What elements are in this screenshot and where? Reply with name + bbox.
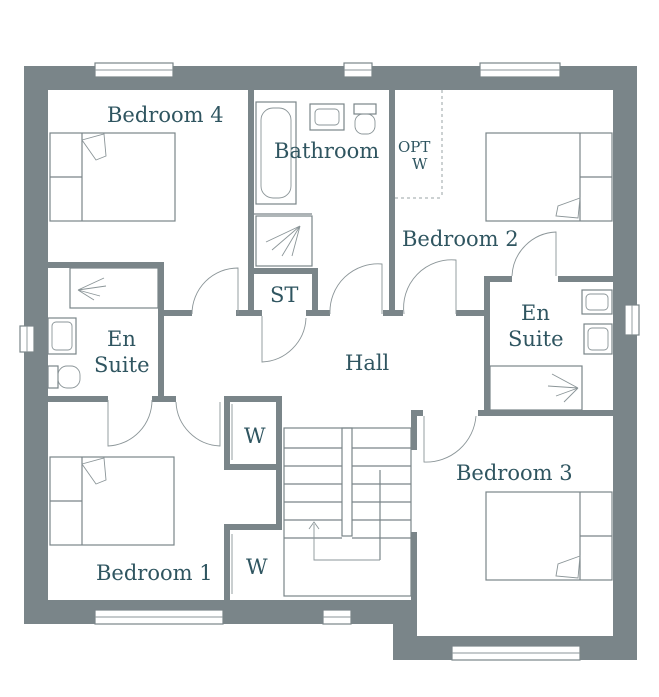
internal-walls xyxy=(48,90,613,606)
window-icon xyxy=(451,645,581,661)
label-bedroom-1: Bedroom 1 xyxy=(96,561,213,585)
label-bathroom: Bathroom xyxy=(274,139,379,163)
optional-wardrobe xyxy=(395,90,443,199)
label-en-suite-left-1: En xyxy=(107,327,136,351)
label-en-suite-left-2: Suite xyxy=(94,353,150,377)
label-en-suite-right-1: En xyxy=(521,301,550,325)
staircase-icon xyxy=(283,427,412,597)
toilet-icon xyxy=(47,365,81,389)
toilet-icon xyxy=(353,103,377,135)
bed-icon xyxy=(485,132,613,222)
bed-icon xyxy=(49,132,176,222)
bed-icon xyxy=(485,491,613,581)
window-icon xyxy=(624,304,640,336)
label-hall: Hall xyxy=(345,351,390,375)
bathtub-icon xyxy=(255,101,297,205)
shower-icon xyxy=(255,215,313,267)
label-opt-w-line2: W xyxy=(412,155,428,173)
shower-icon xyxy=(489,365,583,411)
label-wardrobe-upper: W xyxy=(244,424,266,448)
door-swing-icon xyxy=(107,231,557,594)
bed-icon xyxy=(49,456,175,546)
label-en-suite-right-2: Suite xyxy=(508,327,564,351)
label-opt-w-line1: OPT xyxy=(398,138,430,156)
window-icon xyxy=(479,62,561,78)
label-bedroom-3: Bedroom 3 xyxy=(456,461,573,485)
label-wardrobe-lower: W xyxy=(246,555,268,579)
window-icon xyxy=(94,62,174,78)
washbasin-icon xyxy=(309,103,345,131)
label-st: ST xyxy=(270,283,298,307)
window-icon xyxy=(322,609,352,625)
label-bedroom-4: Bedroom 4 xyxy=(107,103,224,127)
washbasin-icon xyxy=(581,289,613,315)
label-bedroom-2: Bedroom 2 xyxy=(402,227,519,251)
window-icon xyxy=(94,609,224,625)
washbasin-icon xyxy=(47,317,77,355)
window-icon xyxy=(19,325,35,353)
shower-icon xyxy=(69,267,159,309)
window-icon xyxy=(343,62,373,78)
washbasin-icon xyxy=(583,323,613,355)
windows xyxy=(19,62,640,661)
